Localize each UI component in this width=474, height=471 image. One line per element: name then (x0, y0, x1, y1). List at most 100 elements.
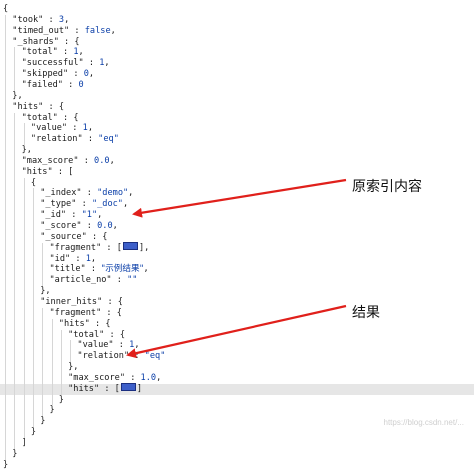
json-punct: : [ (101, 242, 122, 253)
json-value: "示例结果" (101, 264, 144, 275)
json-punct: , (112, 221, 118, 231)
json-punct: : (66, 210, 82, 221)
json-punct: : (125, 372, 141, 383)
json-punct: } (12, 448, 18, 459)
json-punct: , (87, 123, 94, 134)
json-line: "skipped" : 0, (0, 69, 94, 80)
json-key: "value" (30, 123, 68, 134)
annotation-arrows (126, 178, 347, 359)
json-key: "fragment" (49, 307, 102, 318)
json-punct: : (81, 221, 98, 231)
json-punct: ] (136, 383, 143, 394)
json-punct: , (109, 155, 115, 166)
json-value: 0 (83, 69, 89, 80)
json-punct: { (30, 177, 37, 188)
json-key: "max_score" (68, 372, 126, 383)
json-line: "successful" : 1, (0, 58, 110, 69)
json-line: "fragment" : [], (0, 242, 149, 254)
json-line: "total" : 1, (0, 47, 84, 58)
json-value: 0 (78, 79, 84, 90)
json-value: "eq" (98, 134, 119, 145)
json-value: 1 (73, 47, 79, 58)
json-key: "total" (21, 112, 58, 123)
json-key: "total" (21, 47, 58, 58)
json-line: }, (0, 286, 50, 297)
json-punct: , (156, 372, 162, 383)
indent-guide (42, 307, 44, 417)
json-key: "failed" (21, 79, 63, 90)
indent-guide (60, 329, 62, 395)
json-punct: : { (89, 318, 111, 329)
indent-guide (14, 47, 16, 91)
json-value: 1 (85, 253, 91, 264)
collapsed-array-toggle[interactable] (120, 383, 136, 392)
json-punct: : { (104, 329, 126, 340)
json-line: "value" : 1, (0, 340, 139, 351)
json-key: "total" (68, 329, 105, 340)
indent-guide (23, 177, 25, 438)
json-value: 1 (129, 340, 135, 351)
json-value: "demo" (97, 188, 129, 199)
json-key: "title" (49, 264, 86, 275)
json-line: "hits" : { (0, 102, 64, 113)
json-punct: : (85, 264, 102, 275)
json-line: "relation" : "eq" (0, 351, 165, 362)
json-line: "took" : 3, (0, 15, 69, 26)
json-punct: } (3, 459, 9, 470)
json-punct: : (69, 25, 85, 36)
indent-guide (70, 340, 72, 363)
json-key: "_index" (40, 188, 82, 199)
arrow-to-inner-hits (126, 304, 347, 359)
json-viewer: {"took" : 3,"timed_out" : false,"_shards… (0, 4, 474, 470)
json-key: "value" (77, 340, 114, 351)
json-line: { (0, 4, 8, 15)
collapsed-array-toggle[interactable] (122, 242, 138, 251)
json-punct: : (43, 14, 59, 25)
json-punct: , (97, 210, 103, 221)
json-punct: , (128, 188, 134, 199)
json-punct: : [ (99, 383, 120, 394)
json-line: "failed" : 0 (0, 80, 84, 91)
json-key: "hits" (68, 383, 100, 394)
json-line: } (0, 427, 36, 438)
json-line: "max_score" : 1.0, (0, 373, 161, 384)
indent-guide (32, 188, 34, 428)
json-value: 0.0 (94, 155, 110, 166)
indent-guide (42, 242, 44, 287)
json-line: } (0, 395, 64, 406)
json-line: "id" : 1, (0, 253, 97, 265)
json-punct: : (81, 188, 98, 199)
json-line: "_type" : "_doc", (0, 199, 128, 210)
json-value: 1 (99, 58, 105, 69)
indent-guide (14, 112, 16, 449)
annotation-result-label: 结果 (352, 305, 380, 321)
json-punct: : [ (52, 166, 74, 177)
json-punct: : (78, 155, 95, 166)
json-punct: } (40, 416, 46, 427)
json-line: } (0, 449, 17, 460)
indent-guide (51, 318, 53, 406)
json-punct: , (88, 69, 95, 80)
json-punct: : (57, 47, 74, 58)
json-line: "_index" : "demo", (0, 188, 133, 199)
json-punct: : (83, 58, 100, 69)
json-punct: : (113, 340, 130, 351)
json-line: "total" : { (0, 330, 125, 341)
json-line: "_score" : 0.0, (0, 221, 118, 232)
indent-guide (5, 14, 6, 460)
json-punct: : (63, 79, 79, 90)
json-line: } (0, 460, 8, 471)
json-line: "_source" : { (0, 232, 107, 243)
json-line: "hits" : [ (0, 166, 74, 178)
json-punct: : (111, 275, 128, 286)
json-key: "hits" (58, 318, 90, 329)
json-punct: : { (101, 307, 122, 318)
json-punct: ] (21, 438, 27, 448)
json-punct: : { (43, 101, 65, 112)
json-punct: : (76, 199, 92, 210)
json-punct: , (78, 47, 84, 58)
json-punct: , (122, 199, 129, 210)
arrow-to-source-fragment (132, 178, 347, 218)
json-line: }, (0, 91, 22, 102)
json-key: "id" (49, 253, 71, 264)
